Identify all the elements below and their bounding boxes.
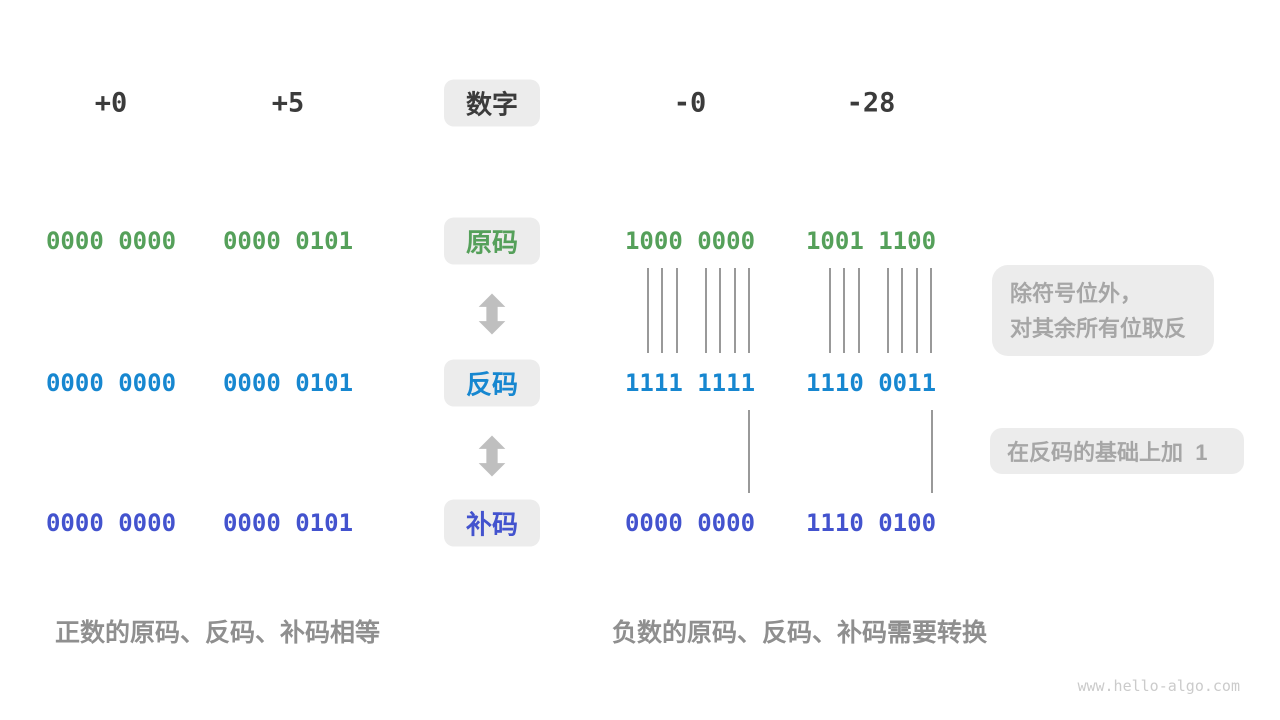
sign-magnitude-minus-0: 1000 0000 <box>624 227 756 255</box>
chip-ones-complement-label: 反码 <box>465 369 518 400</box>
number-plus-5: +5 <box>271 87 305 119</box>
bit-flip-line <box>829 268 831 353</box>
chip-twos-complement: 补码 <box>444 499 540 547</box>
chip-number-label: 数字 <box>465 89 518 120</box>
bit-flip-line <box>916 268 918 353</box>
number-plus-0: +0 <box>94 87 128 119</box>
caption-positive: 正数的原码、反码、补码相等 <box>55 619 381 647</box>
updown-arrow-icon <box>478 293 506 335</box>
bit-flip-line <box>719 268 721 353</box>
sign-magnitude-minus-28: 1001 1100 <box>805 227 937 255</box>
chip-twos-complement-label: 补码 <box>465 509 518 540</box>
annotation-add-one-text: 在反码的基础上加 1 <box>1007 440 1208 465</box>
ones-complement-plus-5: 0000 0101 <box>222 369 354 397</box>
twos-complement-minus-28: 1110 0100 <box>805 509 937 537</box>
bit-flip-line <box>748 268 750 353</box>
annotation-add-one: 在反码的基础上加 1 <box>990 428 1244 474</box>
bit-flip-line <box>661 268 663 353</box>
twos-complement-plus-5: 0000 0101 <box>222 509 354 537</box>
bit-flip-line <box>843 268 845 353</box>
chip-sign-magnitude: 原码 <box>444 217 540 265</box>
annotation-flip-line2: 对其余所有位取反 <box>1010 315 1187 341</box>
chip-number: 数字 <box>444 79 540 127</box>
watermark: www.hello-algo.com <box>1077 677 1240 695</box>
bit-flip-line <box>676 268 678 353</box>
ones-complement-minus-28: 1110 0011 <box>805 369 937 397</box>
bit-flip-line <box>647 268 649 353</box>
add-one-line <box>931 410 933 493</box>
bit-flip-line <box>705 268 707 353</box>
twos-complement-minus-0: 0000 0000 <box>624 509 756 537</box>
add-one-line <box>748 410 750 493</box>
chip-ones-complement: 反码 <box>444 359 540 407</box>
bit-flip-line <box>930 268 932 353</box>
annotation-flip-line1: 除符号位外， <box>1010 280 1143 306</box>
sign-magnitude-plus-5: 0000 0101 <box>222 227 354 255</box>
bit-flip-line <box>901 268 903 353</box>
bit-flip-line <box>734 268 736 353</box>
chip-sign-magnitude-label: 原码 <box>465 227 518 258</box>
annotation-flip-bits: 除符号位外， 对其余所有位取反 <box>992 265 1214 356</box>
bit-flip-line <box>858 268 860 353</box>
number-minus-0: -0 <box>673 87 707 119</box>
number-minus-28: -28 <box>846 87 896 119</box>
ones-complement-minus-0: 1111 1111 <box>624 369 756 397</box>
ones-complement-plus-0: 0000 0000 <box>45 369 177 397</box>
caption-negative: 负数的原码、反码、补码需要转换 <box>612 619 988 647</box>
sign-magnitude-plus-0: 0000 0000 <box>45 227 177 255</box>
bit-flip-line <box>887 268 889 353</box>
twos-complement-plus-0: 0000 0000 <box>45 509 177 537</box>
updown-arrow-icon <box>478 435 506 477</box>
